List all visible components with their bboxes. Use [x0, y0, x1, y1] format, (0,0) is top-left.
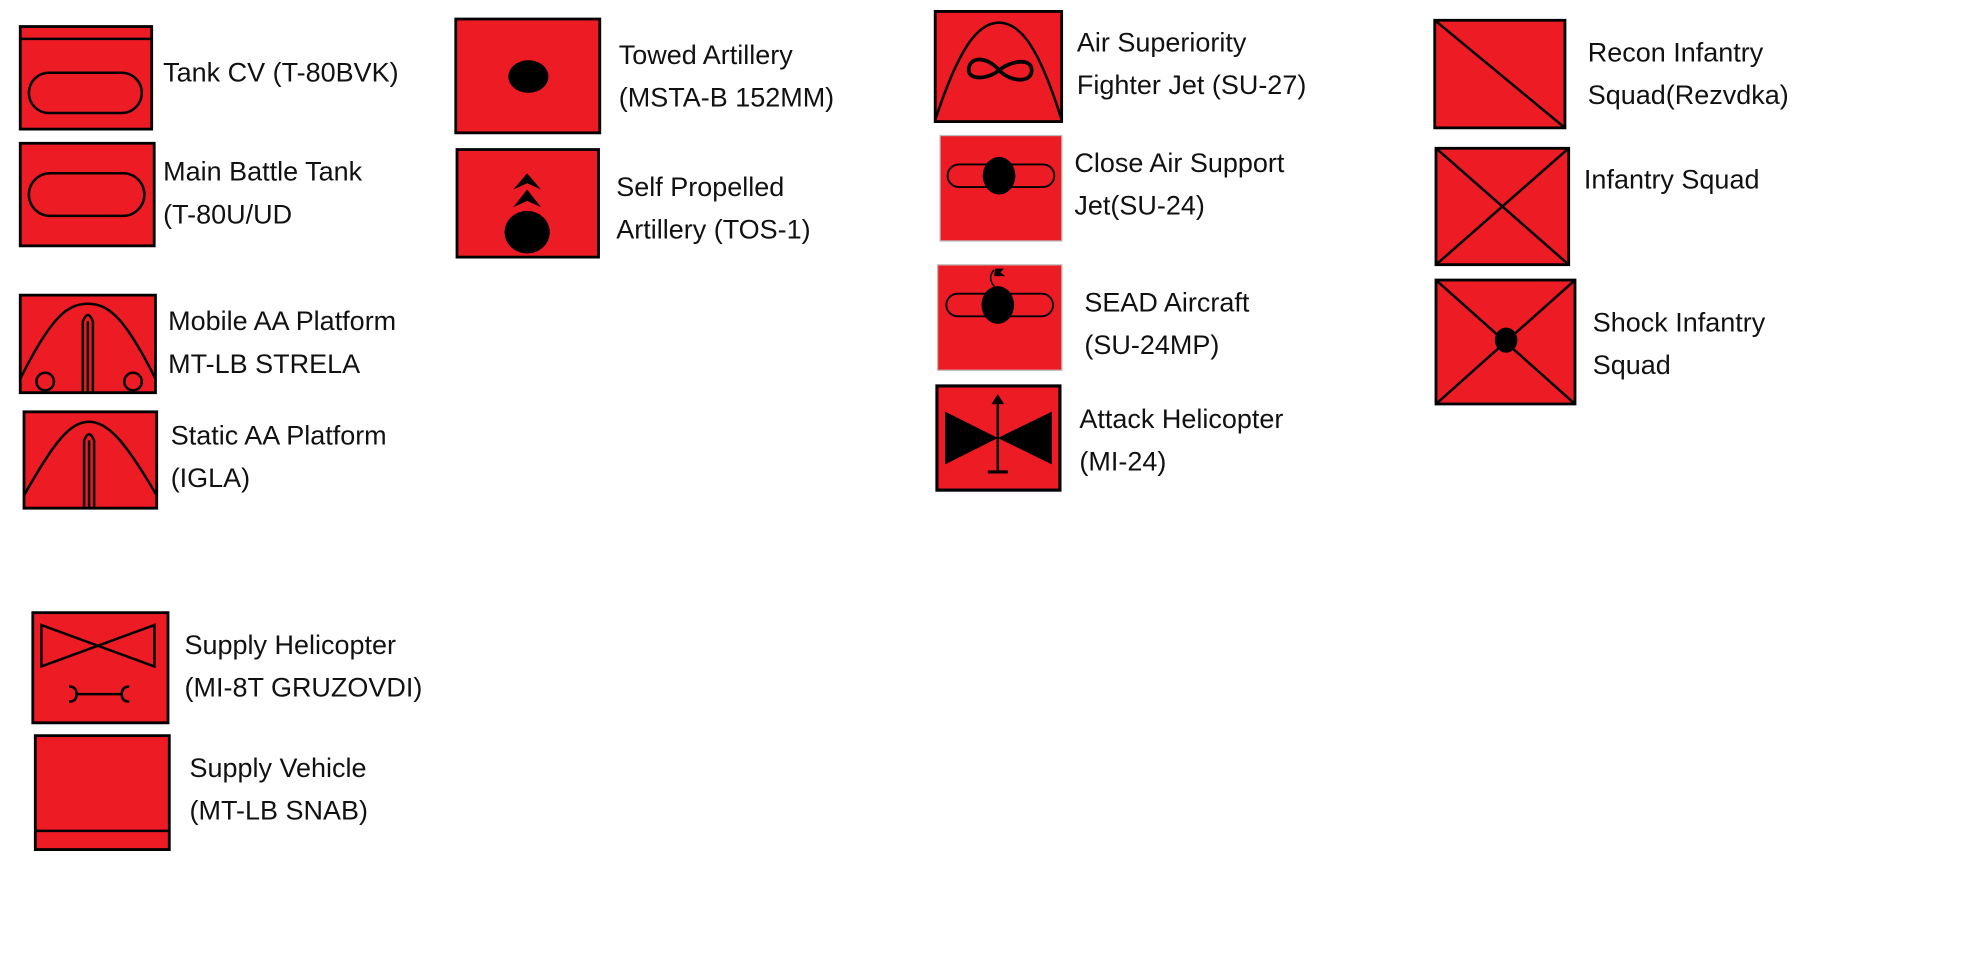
unit-label-infantry-squad: Infantry Squad: [1583, 164, 1760, 195]
infantry-icon: [1434, 146, 1571, 267]
mobile-air-defense-icon: [18, 293, 157, 395]
attack-jet-icon: [939, 134, 1063, 242]
unit-label-tank-cv: Tank CV (T-80BVK): [163, 57, 399, 88]
shock-infantry-icon: [1434, 278, 1577, 406]
air-defense-icon: [22, 410, 159, 510]
supply-helicopter-icon: [31, 611, 170, 725]
rocket-artillery-icon: [455, 148, 600, 259]
fighter-icon: [933, 10, 1064, 123]
unit-label-supply-helicopter: Supply Helicopter(MI-8T GRUZOVDI): [184, 630, 423, 703]
sead-icon: [936, 264, 1063, 371]
unit-label-towed-artillery: Towed Artillery(MSTA-B 152MM): [618, 40, 835, 113]
recon-icon: [1433, 18, 1567, 130]
unit-label-attack-helicopter: Attack Helicopter(MI-24): [1079, 404, 1284, 477]
unit-label-main-battle-tank: Main Battle Tank(T-80U/UD: [163, 156, 363, 230]
unit-label-sead-aircraft: SEAD Aircraft(SU-24MP): [1084, 287, 1250, 361]
unit-label-static-aa: Static AA Platform(IGLA): [170, 420, 387, 494]
supply-icon: [33, 734, 171, 851]
artillery-icon: [454, 17, 602, 135]
tank-command-icon: [18, 25, 154, 131]
unit-label-supply-vehicle: Supply Vehicle(MT-LB SNAB): [189, 753, 368, 826]
attack-helicopter-icon: [935, 384, 1062, 492]
armor-icon: [18, 141, 156, 248]
